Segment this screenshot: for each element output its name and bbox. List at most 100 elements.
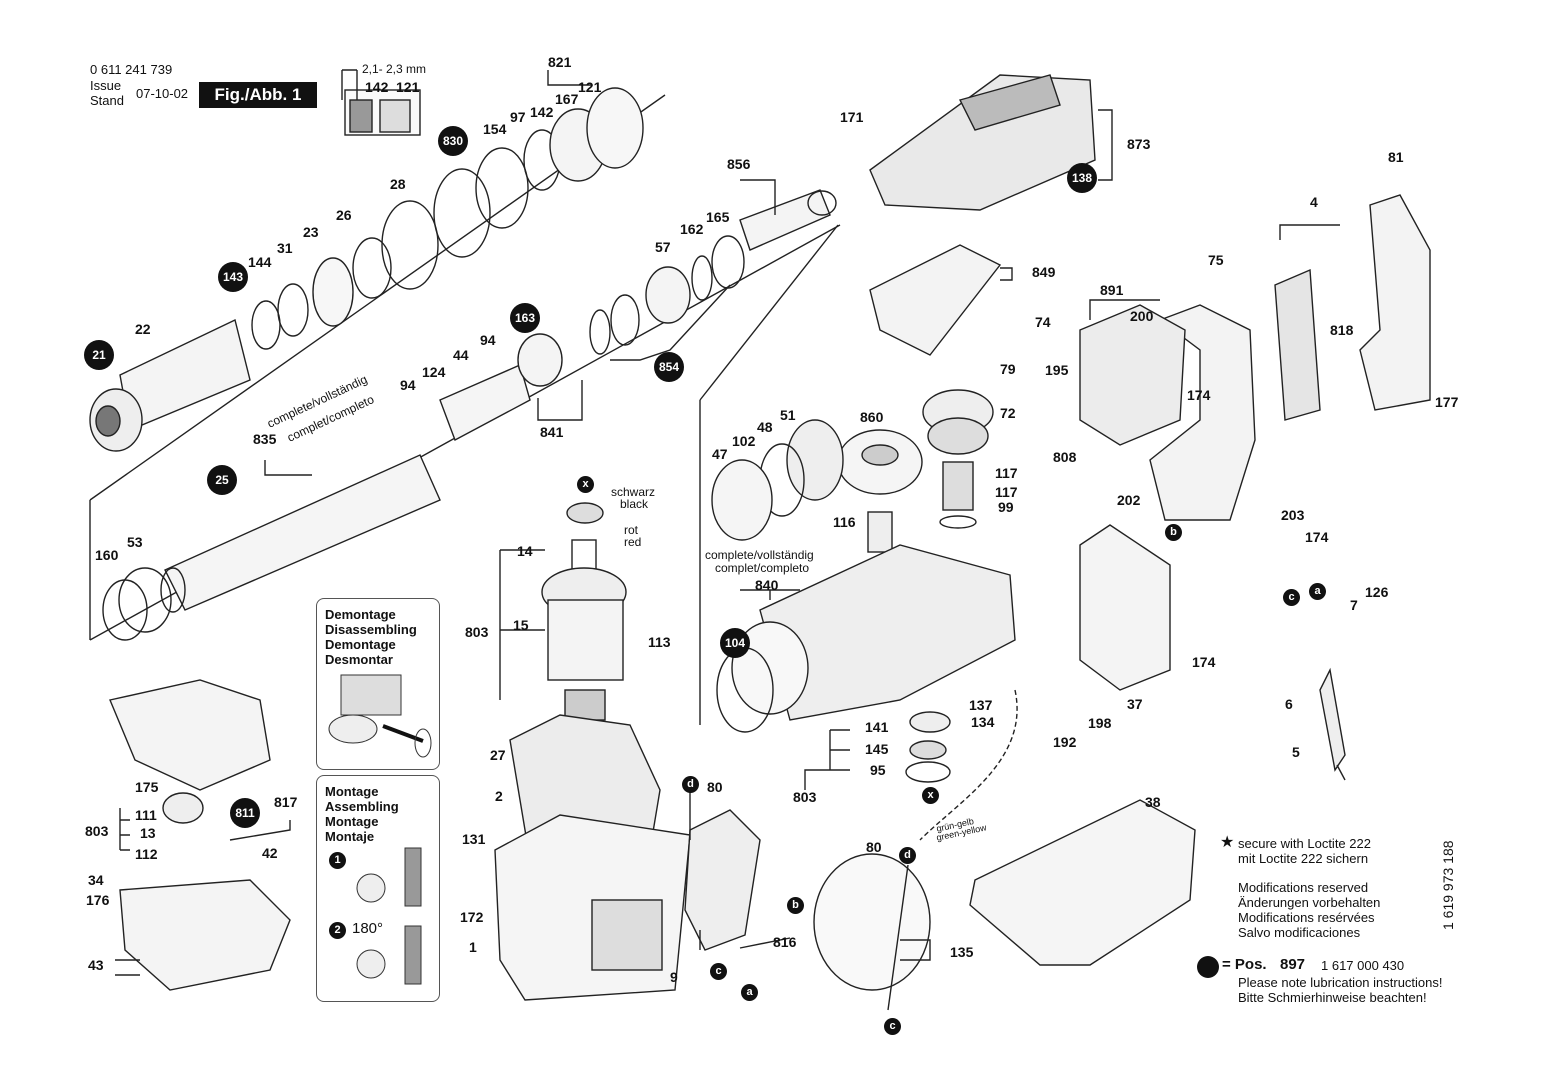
stand-label: Stand bbox=[90, 93, 124, 108]
callout-6: 6 bbox=[1285, 696, 1293, 712]
callout-198: 198 bbox=[1088, 715, 1112, 731]
dimension-note: 2,1- 2,3 mm bbox=[362, 62, 427, 76]
callout-43: 43 bbox=[88, 957, 104, 973]
marker-104: 104 bbox=[720, 628, 750, 658]
callout-44: 44 bbox=[453, 347, 469, 363]
wire-marker-c: c bbox=[884, 1018, 901, 1035]
callout-121: 121 bbox=[396, 79, 420, 95]
marker-854: 854 bbox=[654, 352, 684, 382]
callout-126: 126 bbox=[1365, 584, 1389, 600]
callout-860: 860 bbox=[860, 409, 884, 425]
marker-25: 25 bbox=[207, 465, 237, 495]
callout-144: 144 bbox=[248, 254, 272, 270]
callout-840: 840 bbox=[755, 577, 779, 593]
power-cord-part bbox=[1319, 667, 1346, 781]
lubrication-note-de: Bitte Schmierhinweise beachten! bbox=[1238, 990, 1427, 1005]
montage-angle: 180° bbox=[352, 920, 384, 937]
bracket-835 bbox=[264, 460, 312, 476]
callout-13: 13 bbox=[140, 825, 156, 841]
callout-803: 803 bbox=[85, 823, 109, 839]
callout-14: 14 bbox=[517, 543, 533, 559]
callout-51: 51 bbox=[780, 407, 796, 423]
marker-143: 143 bbox=[218, 262, 248, 292]
gear-housing-part bbox=[716, 544, 1016, 733]
complete-label-bottom-2: complet/completo bbox=[715, 561, 810, 575]
demontage-line-4: Desmontar bbox=[325, 652, 393, 667]
callout-167: 167 bbox=[555, 91, 579, 107]
callout-816: 816 bbox=[773, 934, 797, 950]
pos-number: 897 bbox=[1280, 956, 1306, 973]
demontage-line-2: Disassembling bbox=[325, 622, 417, 637]
wire-marker-d: d bbox=[899, 847, 916, 864]
montage-line-4: Montaje bbox=[325, 829, 375, 844]
bracket-803 bbox=[499, 549, 545, 700]
callout-111: 111 bbox=[135, 807, 157, 823]
callout-192: 192 bbox=[1053, 734, 1077, 750]
handle-insert-part bbox=[869, 244, 1002, 356]
callout-174: 174 bbox=[1305, 529, 1329, 545]
callout-142: 142 bbox=[530, 104, 554, 120]
callout-195: 195 bbox=[1045, 362, 1069, 378]
wire-marker-a: a bbox=[741, 984, 758, 1001]
callout-22: 22 bbox=[135, 321, 151, 337]
bearing-stack-part bbox=[162, 792, 204, 824]
bottom-cover-part bbox=[969, 799, 1196, 966]
montage-line-3: Montage bbox=[325, 814, 379, 829]
figure-label: Fig./Abb. 1 bbox=[199, 82, 317, 108]
callout-131: 131 bbox=[462, 831, 486, 847]
callout-95: 95 bbox=[870, 762, 886, 778]
bracket-43 bbox=[115, 959, 140, 976]
bracket-4 bbox=[1279, 224, 1340, 240]
callout-97: 97 bbox=[510, 109, 526, 125]
callout-5: 5 bbox=[1292, 744, 1300, 760]
demontage-instruction-box: Demontage Disassembling Demontage Desmon… bbox=[316, 598, 440, 770]
marker-21: 21 bbox=[84, 340, 114, 370]
callout-891: 891 bbox=[1100, 282, 1124, 298]
callout-145: 145 bbox=[865, 741, 889, 757]
callout-135: 135 bbox=[950, 944, 974, 960]
callout-9: 9 bbox=[670, 969, 678, 985]
montage-line-2: Assembling bbox=[325, 799, 399, 814]
callout-75: 75 bbox=[1208, 252, 1224, 268]
lubrication-note-en: Please note lubrication instructions! bbox=[1238, 975, 1443, 990]
montage-step-1: 1 bbox=[329, 852, 346, 869]
callout-47: 47 bbox=[712, 446, 728, 462]
callout-803: 803 bbox=[465, 624, 489, 640]
callout-80: 80 bbox=[707, 779, 723, 795]
montage-step-2: 2 bbox=[329, 922, 346, 939]
wire-marker-d: d bbox=[682, 776, 699, 793]
callout-94: 94 bbox=[480, 332, 496, 348]
document-number: 1 619 973 188 bbox=[1440, 840, 1456, 930]
wire-color-black: black bbox=[620, 497, 649, 511]
bracket-856 bbox=[740, 179, 776, 215]
callout-26: 26 bbox=[336, 207, 352, 223]
bracket-841 bbox=[537, 380, 583, 421]
callout-124: 124 bbox=[422, 364, 446, 380]
callout-27: 27 bbox=[490, 747, 506, 763]
callout-818: 818 bbox=[1330, 322, 1354, 338]
callout-141: 141 bbox=[865, 719, 889, 735]
callout-28: 28 bbox=[390, 176, 406, 192]
callout-174: 174 bbox=[1187, 387, 1211, 403]
nose-cone-part bbox=[89, 318, 251, 452]
montage-line-1: Montage bbox=[325, 784, 379, 799]
callout-37: 37 bbox=[1127, 696, 1143, 712]
demontage-illustration bbox=[328, 674, 432, 758]
callout-162: 162 bbox=[680, 221, 704, 237]
ring-stack-part bbox=[251, 87, 644, 350]
wire-marker-c: c bbox=[1283, 589, 1300, 606]
callout-856: 856 bbox=[727, 156, 751, 172]
callout-202: 202 bbox=[1117, 492, 1141, 508]
bracket-849 bbox=[1000, 267, 1013, 281]
marker-163: 163 bbox=[510, 303, 540, 333]
gear-stack-part bbox=[837, 389, 994, 553]
bracket-854 bbox=[610, 284, 731, 361]
switch-detail-view bbox=[813, 853, 931, 991]
bracket-111-112 bbox=[119, 808, 130, 851]
bracket-816 bbox=[699, 930, 791, 950]
wire-marker-b: b bbox=[1165, 524, 1182, 541]
marker-830: 830 bbox=[438, 126, 468, 156]
callout-80: 80 bbox=[866, 839, 882, 855]
callout-803: 803 bbox=[793, 789, 817, 805]
callout-849: 849 bbox=[1032, 264, 1056, 280]
